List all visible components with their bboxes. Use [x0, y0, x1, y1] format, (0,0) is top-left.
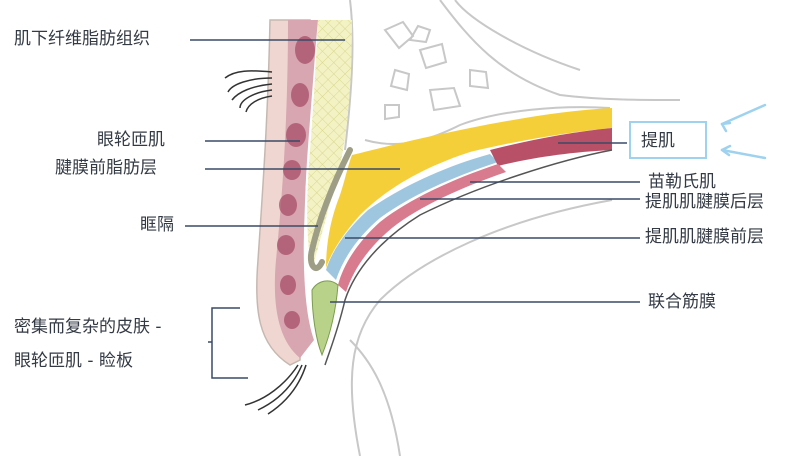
skin-muscle-tarsus-bracket [208, 307, 248, 379]
conjunctiva-line [324, 149, 613, 366]
label-levator-aponeurosis-anterior: 提肌肌腱膜前层 [645, 227, 764, 247]
label-preaponeurotic-fat: 腱膜前脂肪层 [55, 158, 157, 178]
globe-outline [349, 199, 613, 456]
subcutaneous-fibrous-fat [307, 20, 352, 270]
label-muller-muscle: 苗勒氏肌 [648, 172, 716, 192]
label-skin-muscle-tarsus-line2: 眼轮匝肌 - 睑板 [14, 351, 133, 371]
lower-eyelashes [244, 364, 307, 415]
orbital-septum [308, 147, 353, 271]
levator-aponeurosis-band [326, 154, 498, 280]
label-skin-muscle-tarsus-line1: 密集而复杂的皮肤 - [14, 317, 162, 337]
upper-eyelashes [224, 70, 273, 113]
label-subcutaneous-fibrous-fat: 肌下纤维脂肪组织 [14, 29, 150, 49]
levator-muscle [490, 128, 612, 166]
bone-fragments [383, 20, 490, 121]
label-conjoint-fascia: 联合筋膜 [648, 292, 716, 312]
label-levator: 提肌 [641, 131, 675, 151]
label-orbital-septum: 眶隔 [140, 215, 174, 235]
label-levator-aponeurosis-posterior: 提肌肌腱膜后层 [645, 192, 764, 212]
orbicularis-fibers [277, 36, 315, 329]
label-orbicularis-oculi: 眼轮匝肌 [97, 130, 165, 150]
leader-lines [185, 39, 640, 303]
highlight-arrows [720, 103, 767, 160]
muller-muscle [338, 164, 506, 292]
tarsal-plate [311, 280, 339, 357]
orbicularis-oculi-muscle [274, 20, 318, 358]
levator-highlight-box: 提肌 [629, 121, 707, 159]
preaponeurotic-fat-pad [326, 108, 612, 268]
